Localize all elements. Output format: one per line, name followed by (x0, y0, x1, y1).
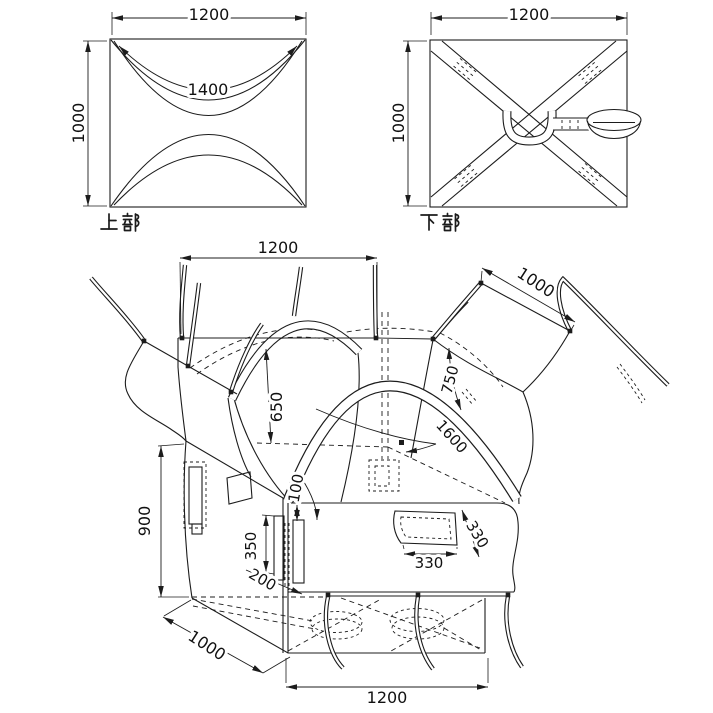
big-belt-arch (282, 380, 522, 503)
kanji-shita (420, 214, 438, 231)
top-panel-outline (109, 38, 307, 208)
right-flap-right-edge (522, 330, 571, 393)
right-fold-edge (432, 338, 524, 393)
top-panel-view: 1400 1200 1000 上部 (66, 2, 307, 232)
front-apron (287, 502, 519, 653)
dim-line-flap-depth (446, 347, 462, 411)
top-panel-label: 上部 (100, 212, 140, 232)
front-gather-left (232, 394, 292, 504)
dim-bottom-panel-width-label: 1200 (509, 5, 550, 24)
bottom-panel-view: 1200 1000 下部 (386, 2, 642, 232)
hidden-spout-pocket (368, 459, 400, 492)
dim-pocket-offset-label: 100 (285, 472, 308, 503)
bottom-panel-cross-straps (430, 40, 628, 207)
dim-bottom-panel-width: 1200 (430, 2, 628, 35)
discharge-ring (586, 108, 642, 140)
dim-top-panel-width-label: 1200 (189, 5, 230, 24)
kanji-ue (100, 213, 118, 230)
front-gather-right (340, 352, 360, 503)
front-left-rim-edge (143, 340, 238, 395)
dim-window-width-label: 330 (415, 554, 444, 572)
dim-body-height-label: 900 (135, 506, 154, 537)
dim-line-arch-height (263, 348, 274, 444)
dim-bottom-depth-label: 1000 (185, 626, 229, 664)
dim-strap-length: 1400 (188, 80, 229, 99)
bottom-panel-label: 下部 (420, 212, 460, 232)
dim-top-panel-depth-label: 1000 (69, 103, 88, 144)
strap-anchors (141, 280, 573, 598)
left-face-left-edge (183, 440, 193, 599)
ring-strap (553, 117, 591, 131)
main-isometric-view: 1200 1000 750 1600 650 100 900 (89, 235, 670, 710)
window-pocket (393, 510, 458, 546)
dim-line-top-depth (481, 267, 576, 323)
dim-top-depth-label: 1000 (514, 263, 558, 301)
dim-flap-depth-label: 750 (438, 364, 463, 396)
dim-bottom-panel-depth-label: 1000 (389, 103, 408, 144)
centre-belt-loop (502, 110, 557, 146)
left-face-top-edge (185, 440, 284, 499)
front-belt-arch (227, 320, 363, 401)
top-panel-straps (110, 39, 306, 207)
dim-top-width-label: 1200 (258, 238, 299, 257)
dim-line-window-height (461, 509, 480, 558)
left-flap-edge (124, 340, 187, 442)
right-flap-top-edge (480, 282, 571, 332)
dim-top-panel-width: 1200 (111, 2, 307, 35)
right-silhouette (518, 391, 534, 505)
dim-bottom-panel-depth: 1000 (386, 40, 427, 207)
dim-top-panel-depth: 1000 (66, 40, 107, 207)
top-rim (143, 282, 571, 395)
dim-pocket-height-label: 350 (242, 532, 260, 561)
dim-line-bottom-depth (162, 616, 264, 674)
dim-line-strap-1400 (118, 45, 298, 91)
label-patch (226, 471, 253, 505)
dim-bottom-width-label: 1200 (367, 688, 408, 707)
dim-arch-height-label: 650 (267, 392, 286, 423)
document-pouch (183, 461, 207, 535)
hidden-spout-ellipse (309, 611, 363, 633)
